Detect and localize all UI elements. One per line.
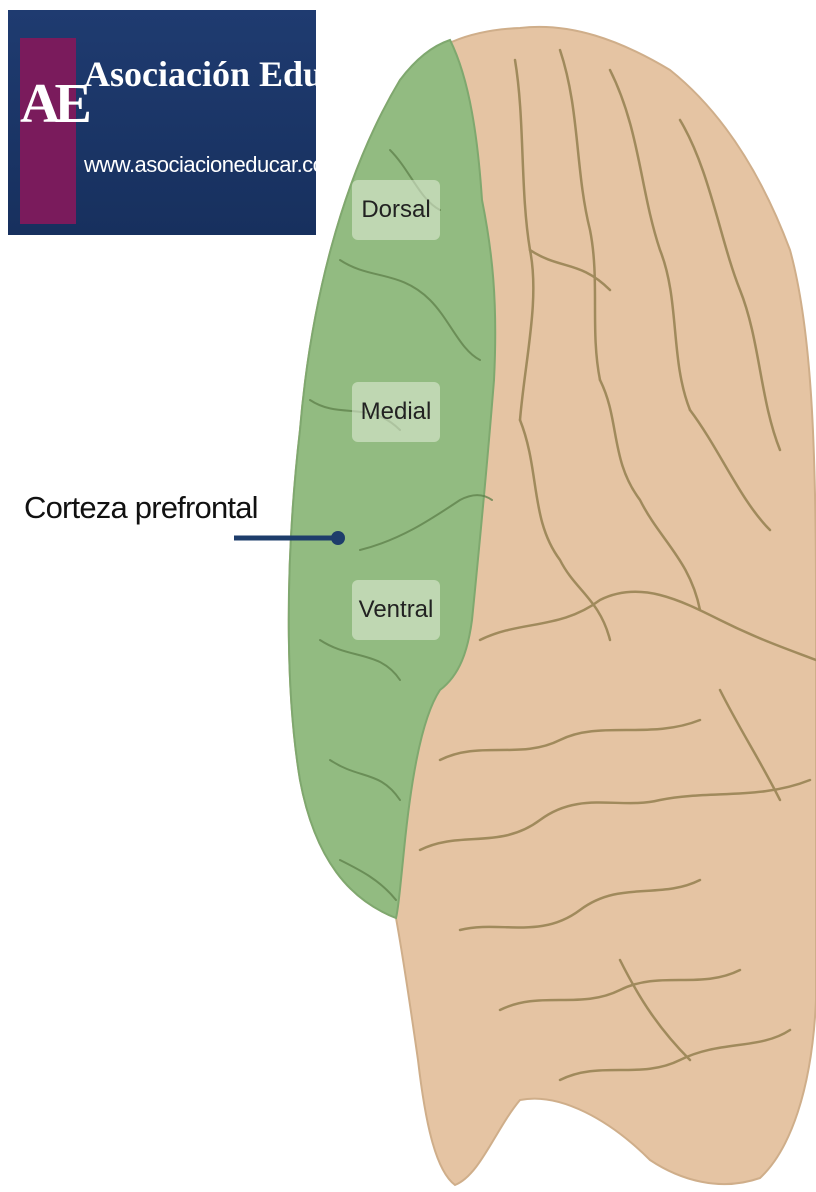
prefrontal-cortex-label: Corteza prefrontal (24, 488, 244, 528)
banner-url: www.asociacioneducar.com (84, 152, 316, 178)
association-banner: AE Asociación Educar www.asociacioneduca… (8, 10, 316, 235)
banner-title: Asociación Educar (84, 54, 316, 94)
region-label-dorsal: Dorsal (352, 180, 440, 240)
logo-letters: AE (20, 76, 76, 132)
region-label-ventral: Ventral (352, 580, 440, 640)
ae-logo: AE (20, 38, 76, 224)
pointer-dot (331, 531, 345, 545)
region-label-medial: Medial (352, 382, 440, 442)
